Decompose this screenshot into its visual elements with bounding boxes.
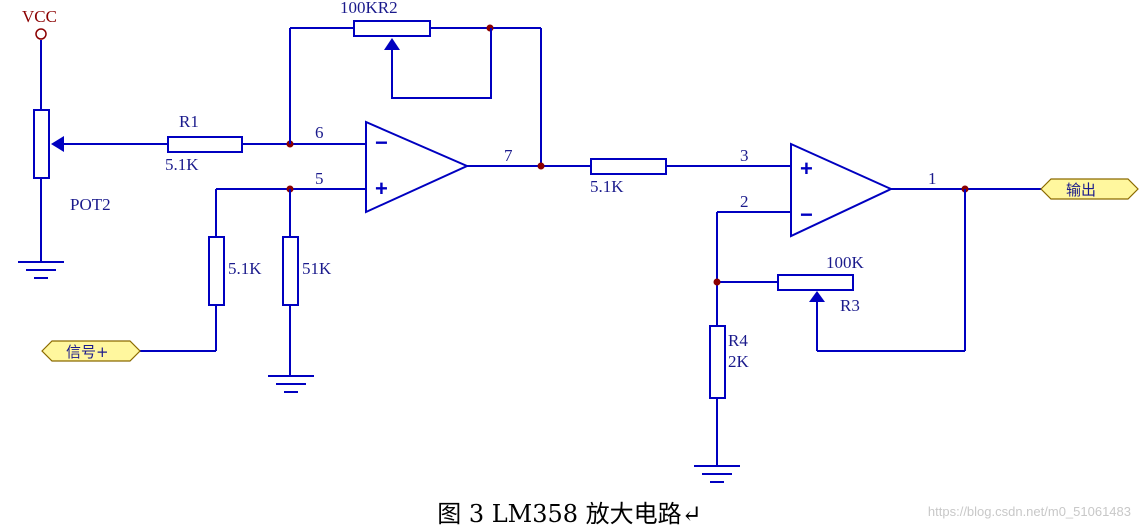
series-res-label: 5.1K [590, 177, 624, 196]
potentiometer-r3: 100K R3 [777, 253, 865, 315]
pin-7-label: 7 [504, 146, 513, 165]
pin-2-label: 2 [740, 192, 749, 211]
op-amp-u1: − + [365, 120, 470, 214]
u2-minus-sign: − [800, 202, 813, 227]
r3-name-label: R3 [840, 296, 860, 315]
pin-1-label: 1 [928, 169, 937, 188]
r3-value-label: 100K [826, 253, 865, 272]
u1-minus-sign: − [375, 130, 388, 155]
res-51k-label: 51K [302, 259, 332, 278]
r1-value-label: 5.1K [165, 155, 199, 174]
u2-plus-sign: + [800, 156, 813, 181]
pin-6-label: 6 [315, 123, 324, 142]
ground-symbol [694, 465, 740, 483]
signal-input-port: 信号+ [41, 340, 141, 362]
pot2-potentiometer: POT2 [33, 40, 111, 262]
res-5k1-label: 5.1K [228, 259, 262, 278]
r4-value-label: 2K [728, 352, 750, 371]
potentiometer-r2: 100KR2 [340, 0, 431, 50]
junction-dot [537, 162, 545, 170]
pot2-label: POT2 [70, 195, 111, 214]
junction-dot [713, 278, 721, 286]
resistor-51k: 51K [282, 236, 332, 306]
figure-caption: 图 3 LM358 放大电路↵ [437, 500, 702, 528]
ground-symbol [18, 261, 64, 279]
resistor-r1: R1 5.1K [165, 112, 243, 174]
r1-name-label: R1 [179, 112, 199, 131]
r3-wiper-arrow-icon [809, 291, 825, 302]
u1-plus-sign: + [375, 176, 388, 201]
vcc-terminal: VCC [22, 7, 57, 40]
ground-symbol [268, 375, 314, 393]
output-port-label: 输出 [1066, 181, 1096, 199]
r2-label: 100KR2 [340, 0, 398, 17]
r2-wiper-arrow-icon [384, 38, 400, 50]
resistor-5k1-input: 5.1K [208, 236, 262, 306]
output-port: 输出 [1040, 178, 1139, 200]
vcc-label: VCC [22, 7, 57, 26]
resistor-r4: R4 2K [709, 325, 750, 399]
watermark-text: https://blog.csdn.net/m0_51061483 [927, 504, 1131, 519]
pin-5-label: 5 [315, 169, 324, 188]
pin-3-label: 3 [740, 146, 749, 165]
r4-name-label: R4 [728, 331, 748, 350]
op-amp-u2: + − [790, 142, 894, 238]
resistor-5k1-series: 5.1K [590, 158, 667, 196]
signal-input-label: 信号+ [66, 343, 109, 361]
pot2-wiper-arrow-icon [51, 136, 64, 152]
